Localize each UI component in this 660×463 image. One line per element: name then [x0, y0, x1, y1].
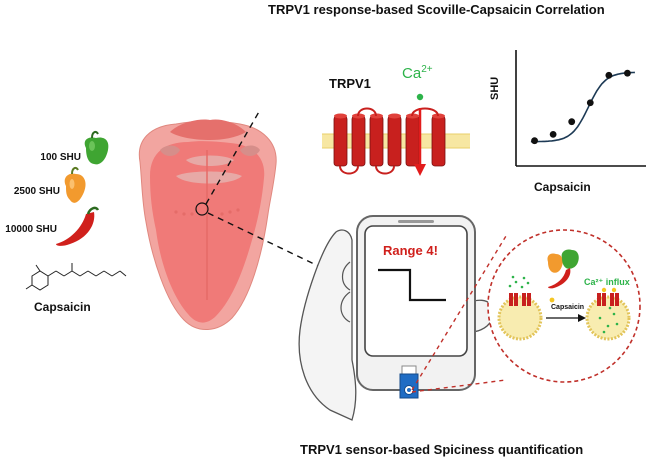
chart-fit-curve	[530, 71, 635, 143]
orange-pepper-icon	[64, 166, 86, 203]
capsaicin-molecule-label: Capsaicin	[34, 300, 91, 314]
trpv1-helix-6	[431, 115, 446, 167]
tongue-illustration	[138, 119, 277, 330]
zoom-line-upper	[205, 109, 261, 205]
red-chili-pepper-icon	[56, 206, 100, 246]
pepper-label-10000: 10000 SHU	[5, 224, 57, 235]
trpv1-helix-3	[369, 115, 384, 167]
chart-point-4	[586, 99, 594, 107]
phone-screen-text: Range 4!	[383, 243, 438, 258]
signal-step-line	[378, 268, 446, 302]
chart-point-2	[549, 130, 557, 138]
zoom-line-inset-upper	[411, 235, 507, 391]
trpv1-channel-icon	[333, 107, 446, 175]
pepper-label-100: 100 SHU	[40, 152, 81, 163]
chart-point-3	[568, 118, 576, 126]
trpv1-helix-cap-1	[334, 113, 347, 119]
figure-title-bottom: TRPV1 sensor-based Spiciness quantificat…	[300, 442, 584, 457]
trpv1-helix-cap-4	[388, 113, 401, 119]
trpv1-helix-2	[351, 115, 366, 167]
chart-point-1	[531, 137, 538, 145]
liposome-inset	[487, 229, 641, 383]
liposome-after-icon	[585, 287, 631, 341]
chart-point-6	[624, 69, 631, 77]
chart-xlabel: Capsaicin	[534, 180, 591, 194]
chart-ylabel: SHU	[489, 76, 501, 100]
trpv1-helix-5	[405, 115, 420, 167]
trpv1-helix-4	[387, 115, 402, 167]
scoville-capsaicin-chart	[515, 50, 646, 167]
figure-title-top: TRPV1 response-based Scoville-Capsaicin …	[268, 2, 605, 17]
liposome-before-icon	[497, 275, 543, 341]
inset-capsaicin-label: Capsaicin	[551, 304, 585, 311]
smartphone	[356, 215, 476, 391]
capsaicin-molecule-icon	[25, 263, 127, 291]
capsaicin-dot-icon	[549, 297, 555, 303]
chart-point-5	[605, 71, 613, 79]
pepper-label-2500: 2500 SHU	[13, 186, 60, 197]
calcium-influx-arrow-icon	[414, 108, 426, 176]
tongue-zoom-circle	[195, 202, 209, 216]
calcium-ion-icon	[416, 93, 424, 101]
inset-influx-label: Ca²⁺ influx	[584, 277, 630, 287]
trpv1-helix-1	[333, 115, 348, 167]
trpv1-label: TRPV1	[329, 76, 371, 91]
sensor-chip	[399, 365, 419, 399]
reaction-arrow-icon	[546, 314, 586, 322]
green-pepper-icon	[84, 130, 109, 165]
inset-peppers-icon	[547, 249, 579, 289]
trpv1-loops	[339, 107, 439, 175]
calcium-ion-label: Ca2+	[402, 64, 433, 82]
